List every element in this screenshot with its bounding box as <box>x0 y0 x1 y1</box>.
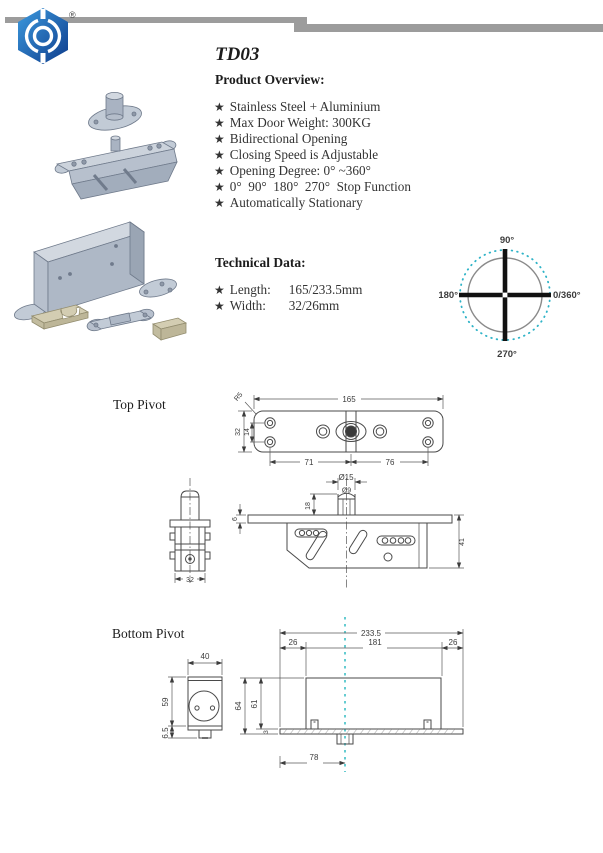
header-rule-left <box>5 17 302 23</box>
list-item-text: Opening Degree: 0° ~360° <box>229 163 371 178</box>
dim-78: 78 <box>310 753 319 762</box>
dim-41: 41 <box>459 538 466 546</box>
list-item: ★ Opening Degree: 0° ~360° <box>214 163 411 179</box>
list-item: ★ 0° 90° 180° 270° Stop Function <box>214 179 411 195</box>
list-item-text: Closing Speed is Adjustable <box>229 147 379 162</box>
tech-label: Length: <box>229 282 271 297</box>
star-bullet-icon: ★ <box>214 196 225 210</box>
star-bullet-icon: ★ <box>214 180 225 194</box>
dim-32-plate: 32 <box>235 428 242 436</box>
tech-value: 165/233.5mm <box>288 282 363 297</box>
top-pivot-drawing: 165 R5 32 14 71 76 32 <box>169 391 466 588</box>
dim-59: 59 <box>161 697 170 706</box>
dim-3: 3 <box>263 730 270 734</box>
dim-165: 165 <box>342 395 356 404</box>
technical-data-rows: ★ Length: 165/233.5mm ★ Width: 32/26mm <box>214 282 362 314</box>
star-bullet-icon: ★ <box>214 164 225 178</box>
star-bullet-icon: ★ <box>214 116 225 130</box>
dim-233-5: 233.5 <box>361 629 382 638</box>
star-bullet-icon: ★ <box>214 283 225 297</box>
header-rule-right <box>294 24 603 32</box>
list-item-text: Max Door Weight: 300KG <box>229 115 371 130</box>
degree-label-0-360: 0/360° <box>553 290 581 301</box>
star-bullet-icon: ★ <box>214 148 225 162</box>
brand-logo-icon <box>18 8 68 64</box>
bottom-pivot-drawing: 40 59 6.5 <box>161 617 464 772</box>
degree-label-90: 90° <box>500 235 515 246</box>
list-item: ★ Closing Speed is Adjustable <box>214 147 411 163</box>
dim-181: 181 <box>368 638 382 647</box>
dim-64: 64 <box>234 701 243 710</box>
dim-6-5: 6.5 <box>161 727 170 739</box>
list-item-text: Automatically Stationary <box>229 195 363 210</box>
dim-71: 71 <box>305 458 314 467</box>
page-title-model: TD03 <box>215 44 260 65</box>
opening-degree-diagram: 90° 180° 0/360° 270° <box>438 235 581 360</box>
list-item-text: Stainless Steel + Aluminium <box>229 99 381 114</box>
star-bullet-icon: ★ <box>214 100 225 114</box>
tech-value: 32/26mm <box>288 298 340 313</box>
dim-14: 14 <box>244 428 251 436</box>
dim-shaft-dia: Ø9 <box>342 488 351 495</box>
tech-row-length: ★ Length: 165/233.5mm <box>214 282 362 298</box>
top-pivot-title: Top Pivot <box>113 397 166 412</box>
list-item: ★ Automatically Stationary <box>214 195 411 211</box>
dim-26-right: 26 <box>449 638 458 647</box>
overview-list: ★ Stainless Steel + Aluminium ★ Max Door W… <box>214 99 411 211</box>
list-item: ★ Max Door Weight: 300KG <box>214 115 411 131</box>
tech-label: Width: <box>229 298 266 313</box>
dim-pin-dia: Ø15 <box>338 473 354 482</box>
list-item-text: Bidirectional Opening <box>229 131 348 146</box>
dim-r5: R5 <box>233 391 244 402</box>
list-item: ★ Bidirectional Opening <box>214 131 411 147</box>
degree-label-180: 180° <box>438 290 458 301</box>
registered-trademark: ® <box>69 10 76 20</box>
list-item: ★ Stainless Steel + Aluminium <box>214 99 411 115</box>
dim-40: 40 <box>201 652 210 661</box>
dim-61: 61 <box>250 699 259 708</box>
product-render-3d <box>13 91 188 341</box>
dim-32-body: 32 <box>186 577 194 584</box>
dim-76: 76 <box>386 458 395 467</box>
dim-6: 6 <box>232 517 239 521</box>
list-item-text: 0° 90° 180° 270° Stop Function <box>229 179 411 194</box>
cross-center <box>502 292 508 298</box>
star-bullet-icon: ★ <box>214 299 225 313</box>
technical-data-heading: Technical Data: <box>215 255 306 270</box>
star-bullet-icon: ★ <box>214 132 225 146</box>
tech-row-width: ★ Width: 32/26mm <box>214 298 362 314</box>
dim-26-left: 26 <box>289 638 298 647</box>
degree-label-270: 270° <box>497 349 517 360</box>
dim-18: 18 <box>305 502 312 510</box>
overview-heading: Product Overview: <box>215 72 325 87</box>
bottom-pivot-title: Bottom Pivot <box>112 626 185 641</box>
